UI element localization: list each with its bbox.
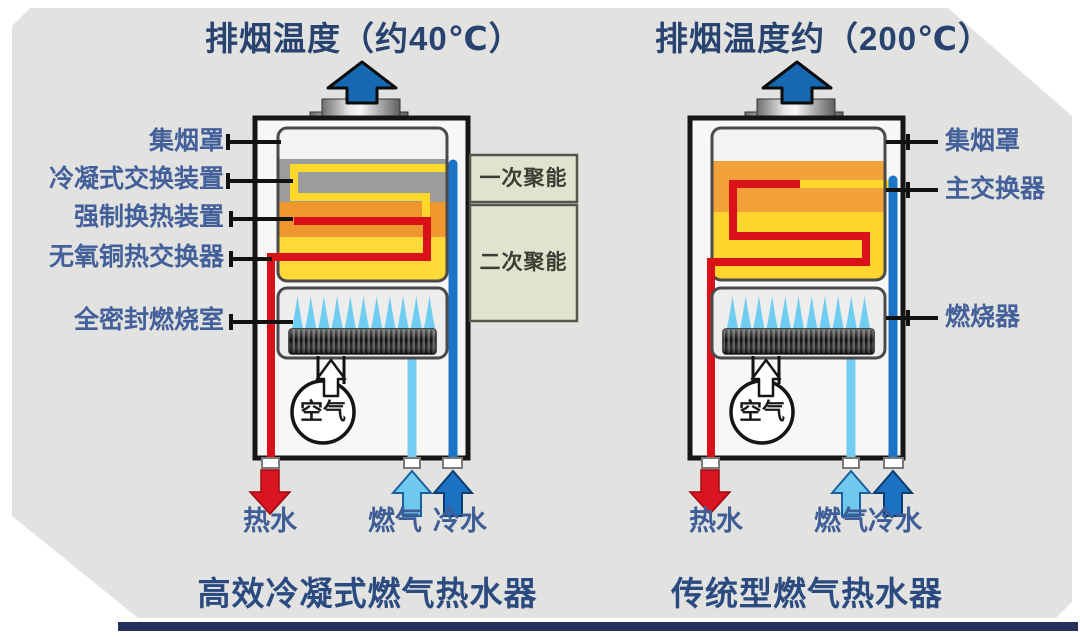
right-heater (687, 60, 938, 517)
label-copper-exchanger: 无氧铜热交换器 (48, 243, 224, 271)
left-leader-lines (228, 140, 293, 324)
left-yellow-pipe (290, 164, 447, 226)
label-condensing-exchanger: 冷凝式交换装置 (48, 165, 224, 193)
left-gas-label: 燃气 (368, 506, 422, 536)
left-cold-water-label: 冷水 (433, 506, 487, 536)
right-burner-shade (723, 329, 874, 354)
left-exchanger-border (276, 126, 449, 283)
label-burner: 燃烧器 (945, 303, 1021, 331)
left-gas-arrow-icon (390, 469, 434, 517)
right-air-arrow-icon (750, 358, 782, 398)
secondary-energy-box (468, 203, 579, 323)
left-caption: 高效冷凝式燃气热水器 (197, 575, 538, 612)
right-exhaust-arrow-icon (761, 60, 833, 105)
left-air-arrow-icon (315, 358, 347, 398)
left-exhaust-arrow-icon (326, 60, 398, 105)
label-sealed-combustion-chamber: 全密封燃烧室 (73, 306, 224, 334)
right-hot-pipe (707, 180, 870, 464)
left-leader-ticks (226, 134, 233, 330)
left-heater (226, 60, 579, 517)
right-gas-label: 燃气 (814, 506, 868, 536)
bottom-accent-bar (118, 622, 1078, 631)
left-burner-shade (289, 329, 436, 354)
left-hot-water-arrow-icon (248, 469, 292, 516)
label-smoke-hood-right: 集烟罩 (945, 127, 1021, 155)
left-cold-water-arrow-icon (431, 469, 475, 517)
label-smoke-hood-left: 集烟罩 (148, 127, 224, 155)
right-title: 排烟温度约（200℃） (655, 20, 993, 57)
right-caption: 传统型燃气热水器 (671, 575, 943, 612)
right-hot-water-arrow-icon (688, 469, 732, 516)
right-leader-lines (886, 140, 938, 320)
left-bottom-stubs (261, 457, 463, 469)
right-hot-water-label: 热水 (689, 506, 743, 536)
left-title: 排烟温度（约40℃） (205, 20, 523, 57)
label-secondary-energy: 二次聚能 (479, 251, 568, 274)
right-air-label: 空气 (739, 398, 785, 424)
right-gas-arrow-icon (829, 469, 873, 517)
right-exchanger-border (710, 126, 887, 282)
label-forced-heat-exchange: 强制换热装置 (73, 203, 224, 231)
right-exchanger-bands (712, 128, 885, 280)
left-hot-pipe (267, 217, 431, 464)
right-cold-water-arrow-icon (871, 469, 915, 517)
left-air-label: 空气 (300, 398, 346, 424)
right-cold-water-label: 冷水 (868, 506, 922, 536)
left-hot-water-label: 热水 (243, 506, 297, 536)
label-primary-energy: 一次聚能 (479, 167, 568, 190)
primary-energy-box (468, 153, 579, 204)
label-main-exchanger: 主交换器 (945, 175, 1046, 203)
right-bottom-stubs (701, 457, 904, 469)
